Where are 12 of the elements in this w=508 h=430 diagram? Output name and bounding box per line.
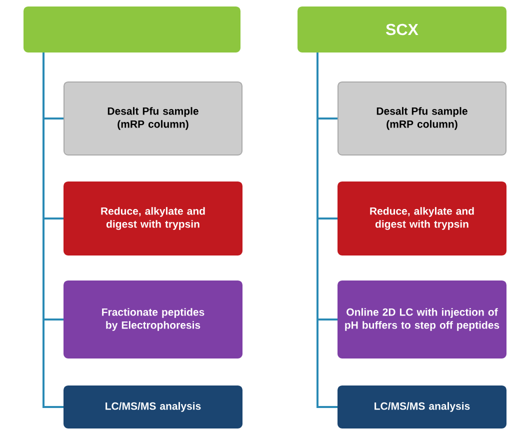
process-box: Online 2D LC with injection of pH buffers to step off peptides [338, 280, 506, 358]
connector-line [316, 52, 338, 408]
process-box: Desalt Pfu sample (mRP column) [338, 82, 506, 156]
process-box: LC/MS/MS analysis [338, 385, 506, 428]
process-box: Reduce, alkylate and digest with trypsin [338, 181, 506, 256]
header-box: SCX [298, 6, 506, 52]
process-box: LC/MS/MS analysis [64, 385, 242, 428]
connector-line [42, 52, 64, 408]
process-box: Reduce, alkylate and digest with trypsin [64, 181, 242, 256]
process-box: Desalt Pfu sample (mRP column) [64, 82, 242, 156]
header-box [24, 6, 240, 52]
process-box: Fractionate peptides by Electrophoresis [64, 280, 242, 358]
